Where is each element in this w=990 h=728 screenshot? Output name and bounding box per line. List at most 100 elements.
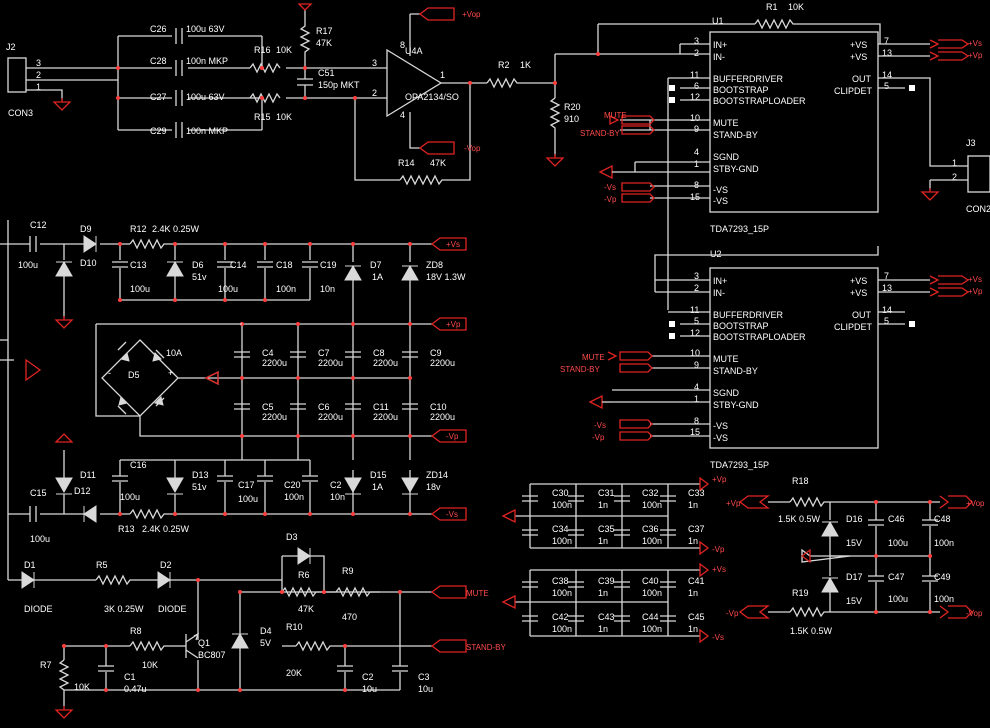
r15-ref: R15 bbox=[254, 112, 271, 122]
r2-value: 1K bbox=[520, 60, 531, 70]
c8-value: 2200u bbox=[373, 358, 398, 368]
u2-pin-num: 3 bbox=[694, 271, 699, 281]
d5-value: 10A bbox=[166, 348, 182, 358]
u1-pin-num: 15 bbox=[690, 192, 700, 202]
decoupling-cap-value: 1n bbox=[598, 588, 608, 598]
c1-ref: C1 bbox=[124, 672, 136, 682]
u1-pin-name: STAND-BY bbox=[713, 130, 758, 140]
port-label: +Vop bbox=[966, 499, 985, 508]
u2-pin-num: 7 bbox=[884, 271, 889, 281]
u1-pin-num: 2 bbox=[694, 48, 699, 58]
u1-pin-name: OUT bbox=[852, 74, 872, 84]
r10-ref: R10 bbox=[286, 622, 303, 632]
u1-pin-num: 4 bbox=[694, 147, 699, 157]
r16-ref: R16 bbox=[254, 45, 271, 55]
d7-value: 1A bbox=[372, 272, 383, 282]
u1-part: TDA7293_15P bbox=[710, 224, 769, 234]
d2-ref: D2 bbox=[160, 560, 172, 570]
u1-pin-num: 7 bbox=[884, 36, 889, 46]
opamp-ref: U4A bbox=[405, 46, 423, 56]
decoupling-caps-top: C30 100n C31 1n C32 100n C33 1n C34 100n… bbox=[501, 475, 727, 556]
d16-value: 15V bbox=[846, 538, 862, 548]
decoupling-cap-value: 1n bbox=[688, 588, 698, 598]
zd8-ref: ZD8 bbox=[426, 260, 443, 270]
u1-pin-num: 8 bbox=[694, 180, 699, 190]
c27-ref: C27 bbox=[150, 92, 167, 102]
c6-ref: C6 bbox=[318, 402, 330, 412]
opamp-pin-2: 2 bbox=[372, 88, 377, 98]
u1-pin-name: +VS bbox=[850, 40, 867, 50]
j3-pin-2: 2 bbox=[952, 172, 957, 182]
c47-value: 100u bbox=[888, 594, 908, 604]
u1-pin-name: IN- bbox=[713, 52, 725, 62]
c51-value: 150p MKT bbox=[318, 80, 360, 90]
decoupling-cap-ref: C32 bbox=[642, 488, 659, 498]
c48-value: 100n bbox=[934, 538, 954, 548]
opamp-u4a: U4A OPA2134/SO 3 2 1 8 4 R14 47K +Vop -V… bbox=[353, 7, 487, 186]
u2-pin-num: 5 bbox=[694, 316, 699, 326]
decoupling-cap-ref: C34 bbox=[552, 524, 569, 534]
c19-ref: C19 bbox=[320, 260, 337, 270]
u1-port-mute: MUTE bbox=[604, 111, 627, 120]
u2-port-vp-neg: -Vp bbox=[592, 433, 605, 442]
d17-value: 15V bbox=[846, 596, 862, 606]
r9-value: 470 bbox=[342, 612, 357, 622]
c47-ref: C47 bbox=[888, 572, 905, 582]
c51-ref: C51 bbox=[318, 68, 335, 78]
c15-ref: C15 bbox=[30, 488, 47, 498]
u2-pin-name: BOOTSTRAP bbox=[713, 321, 769, 331]
r18-value: 1.5K 0.5W bbox=[778, 514, 821, 524]
u2-pin-name: +VS bbox=[850, 276, 867, 286]
port-label: -Vs bbox=[712, 633, 724, 642]
r18-ref: R18 bbox=[792, 476, 809, 486]
decoupling-cap-ref: C38 bbox=[552, 576, 569, 586]
zd8-value: 18V 1.3W bbox=[426, 272, 466, 282]
r20-ref: R20 bbox=[564, 102, 581, 112]
decoupling-cap-value: 1n bbox=[688, 536, 698, 546]
c19-value: 10n bbox=[320, 284, 335, 294]
u2-pin-num: 13 bbox=[882, 283, 892, 293]
u2-pin-name: SGND bbox=[713, 388, 740, 398]
u2-ref: U2 bbox=[710, 249, 722, 259]
u1-pin-name: BOOTSTRAPLOADER bbox=[713, 96, 806, 106]
u2-left-pins: 3 IN+ 2 IN- 11 BUFFERDRIVER 5 BOOTSTRAP … bbox=[690, 271, 806, 443]
decoupling-cap-ref: C40 bbox=[642, 576, 659, 586]
decoupling-cap-ref: C44 bbox=[642, 612, 659, 622]
c7-ref: C7 bbox=[318, 348, 330, 358]
u2-pin-num: 12 bbox=[690, 328, 700, 338]
d15-ref: D15 bbox=[370, 470, 387, 480]
r12-value: 2.4K 0.25W bbox=[152, 224, 200, 234]
c11-ref: C11 bbox=[373, 402, 389, 412]
u1-pin-num: 5 bbox=[884, 81, 889, 91]
r2-ref: R2 bbox=[498, 60, 510, 70]
j3-value: CON2 bbox=[966, 204, 990, 214]
decoupling-cap-value: 100n bbox=[642, 624, 662, 634]
c1-value: 0.47u bbox=[124, 684, 147, 694]
u1-ref: U1 bbox=[712, 16, 724, 26]
d6-ref: D6 bbox=[192, 260, 204, 270]
decoupling-caps-bottom: C38 100n C39 1n C40 100n C41 1n C42 100n… bbox=[501, 562, 726, 644]
j3-ref: J3 bbox=[966, 138, 976, 148]
u1-pin-num: 14 bbox=[882, 70, 892, 80]
r17-ref: R17 bbox=[316, 26, 333, 36]
decoupling-cap-ref: C41 bbox=[688, 576, 705, 586]
port-vop-pos: +Vop bbox=[462, 10, 481, 19]
opamp-supply-regulators: R18 1.5K 0.5W R19 1.5K 0.5W D16 15V D17 … bbox=[726, 476, 985, 636]
d1-ref: D1 bbox=[24, 560, 36, 570]
c5-ref: C5 bbox=[262, 402, 274, 412]
d1-value: DIODE bbox=[24, 604, 53, 614]
d12-ref: D12 bbox=[74, 486, 91, 496]
u1-pin-num: 13 bbox=[882, 48, 892, 58]
u2-pin-num: 11 bbox=[690, 305, 699, 315]
port-label: +Vp bbox=[712, 475, 727, 484]
u1-pin-num: 1 bbox=[694, 159, 699, 169]
u2-port-vs-neg: -Vs bbox=[594, 421, 606, 430]
decoupling-cap-value: 100n bbox=[642, 536, 662, 546]
decoupling-cap-value: 100n bbox=[642, 588, 662, 598]
u1-port-vs-neg: -Vs bbox=[604, 183, 616, 192]
decoupling-cap-ref: C30 bbox=[552, 488, 569, 498]
d5-ref: D5 bbox=[128, 370, 140, 380]
c29-ref: C29 bbox=[150, 126, 167, 136]
d13-ref: D13 bbox=[192, 470, 209, 480]
r9-ref: R9 bbox=[342, 566, 354, 576]
